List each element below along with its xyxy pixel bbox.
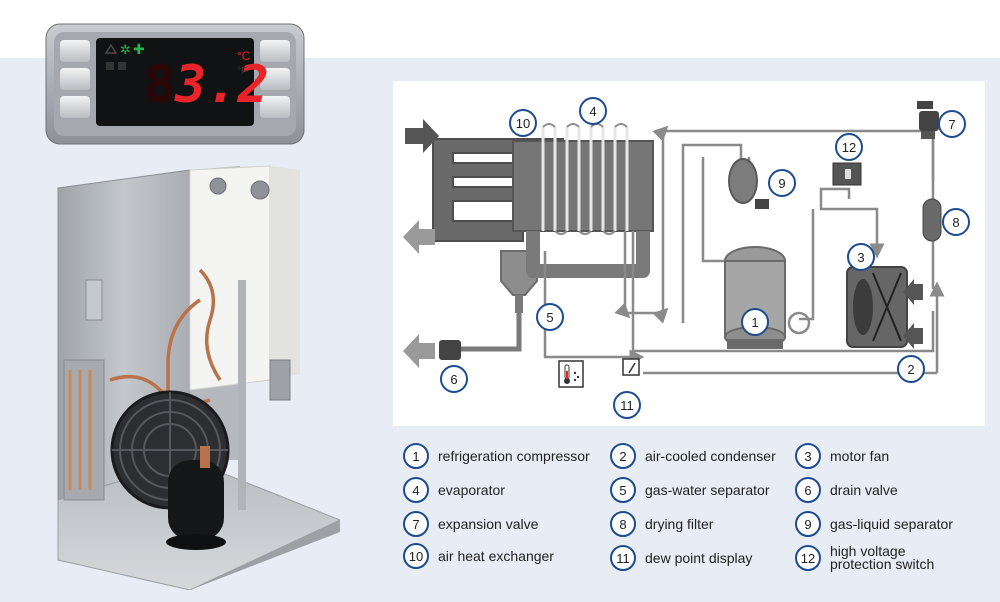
- callout-4: 4: [579, 97, 607, 125]
- callout-3: 3: [847, 243, 875, 271]
- legend-item-5: 5 gas-water separator: [610, 476, 770, 504]
- legend-item-3: 3 motor fan: [795, 442, 889, 470]
- legend-label: air-cooled condenser: [645, 447, 776, 464]
- legend-label: motor fan: [830, 447, 890, 464]
- legend-item-1: 1 refrigeration compressor: [403, 442, 590, 470]
- gas-liquid-separator-shape: [728, 158, 769, 209]
- component-legend: 1 refrigeration compressor 2 air-cooled …: [400, 440, 996, 590]
- protection-switch-shape: [832, 162, 862, 186]
- legend-item-6: 6 drain valve: [795, 476, 898, 504]
- svg-text:✚: ✚: [133, 42, 145, 58]
- legend-item-10: 10 air heat exchanger: [403, 542, 554, 570]
- legend-number: 3: [795, 443, 821, 469]
- legend-number: 9: [795, 511, 821, 537]
- legend-item-4: 4 evaporator: [403, 476, 505, 504]
- legend-item-12: 12 high voltage protection switch: [795, 544, 934, 572]
- svg-text:8: 8: [144, 55, 175, 115]
- legend-item-9: 9 gas-liquid separator: [795, 510, 953, 538]
- legend-item-2: 2 air-cooled condenser: [610, 442, 776, 470]
- legend-number: 4: [403, 477, 429, 503]
- legend-number: 6: [795, 477, 821, 503]
- dew-point-thermometer-icon: [558, 360, 584, 388]
- legend-label: drying filter: [645, 515, 714, 532]
- legend-label: refrigeration compressor: [438, 447, 590, 464]
- legend-label: drain valve: [830, 481, 898, 498]
- refrigeration-compressor-shape: [724, 246, 811, 349]
- legend-number: 5: [610, 477, 636, 503]
- dryer-unit-illustration: [57, 165, 340, 590]
- expansion-valve-shape: [917, 101, 939, 139]
- legend-label: evaporator: [438, 481, 505, 498]
- temperature-reading: 3.2: [174, 55, 269, 115]
- unit-fahrenheit: °F: [237, 66, 247, 77]
- legend-number: 1: [403, 443, 429, 469]
- left-buttons[interactable]: [60, 40, 90, 118]
- legend-label: high voltage protection switch: [830, 543, 935, 572]
- legend-item-11: 11 dew point display: [610, 544, 752, 572]
- air-inlet-arrow: [405, 119, 439, 153]
- callout-8: 8: [942, 208, 970, 236]
- legend-label: gas-water separator: [645, 481, 770, 498]
- unit-celsius: °C: [237, 49, 251, 63]
- callout-1: 1: [741, 308, 769, 336]
- refrigerant-air-schematic: [403, 101, 945, 388]
- legend-number: 8: [610, 511, 636, 537]
- callout-2: 2: [897, 355, 925, 383]
- callout-9: 9: [768, 169, 796, 197]
- legend-label: air heat exchanger: [438, 547, 554, 564]
- drying-filter-shape: [922, 198, 942, 242]
- cooling-air-arrow-lower: [903, 323, 923, 349]
- legend-number: 11: [610, 545, 636, 571]
- legend-number: 12: [795, 545, 821, 571]
- callout-11: 11: [613, 391, 641, 419]
- drain-valve-shape: [439, 340, 461, 360]
- callout-5: 5: [536, 303, 564, 331]
- condensate-outlet-arrow: [403, 334, 435, 368]
- svg-text:✲: ✲: [120, 43, 131, 58]
- callout-12: 12: [835, 133, 863, 161]
- callout-10: 10: [509, 109, 537, 137]
- legend-label: dew point display: [645, 549, 753, 566]
- condenser-motor-fan-shape: [846, 266, 908, 348]
- legend-label: expansion valve: [438, 515, 539, 532]
- legend-number: 2: [610, 443, 636, 469]
- diagram-panel: 10 4 7 12 9 8 3 5 1 6 2 11: [393, 81, 985, 426]
- callout-6: 6: [440, 365, 468, 393]
- evaporator-shape: [512, 123, 654, 235]
- cooling-air-arrow-upper: [903, 279, 923, 305]
- dry-air-outlet-arrow: [403, 220, 435, 254]
- legend-number: 10: [403, 543, 429, 569]
- dew-point-display-shape: [622, 358, 640, 376]
- status-icons: ✲ ✚: [104, 42, 145, 70]
- legend-label: gas-liquid separator: [830, 515, 953, 532]
- right-buttons[interactable]: [260, 40, 290, 118]
- controller-screen: [96, 38, 254, 126]
- compressor: [166, 446, 226, 550]
- temperature-controller: ✲ ✚ 8 3.2 °C °F: [45, 23, 305, 145]
- legend-item-7: 7 expansion valve: [403, 510, 538, 538]
- callout-7: 7: [938, 110, 966, 138]
- legend-number: 7: [403, 511, 429, 537]
- legend-item-8: 8 drying filter: [610, 510, 713, 538]
